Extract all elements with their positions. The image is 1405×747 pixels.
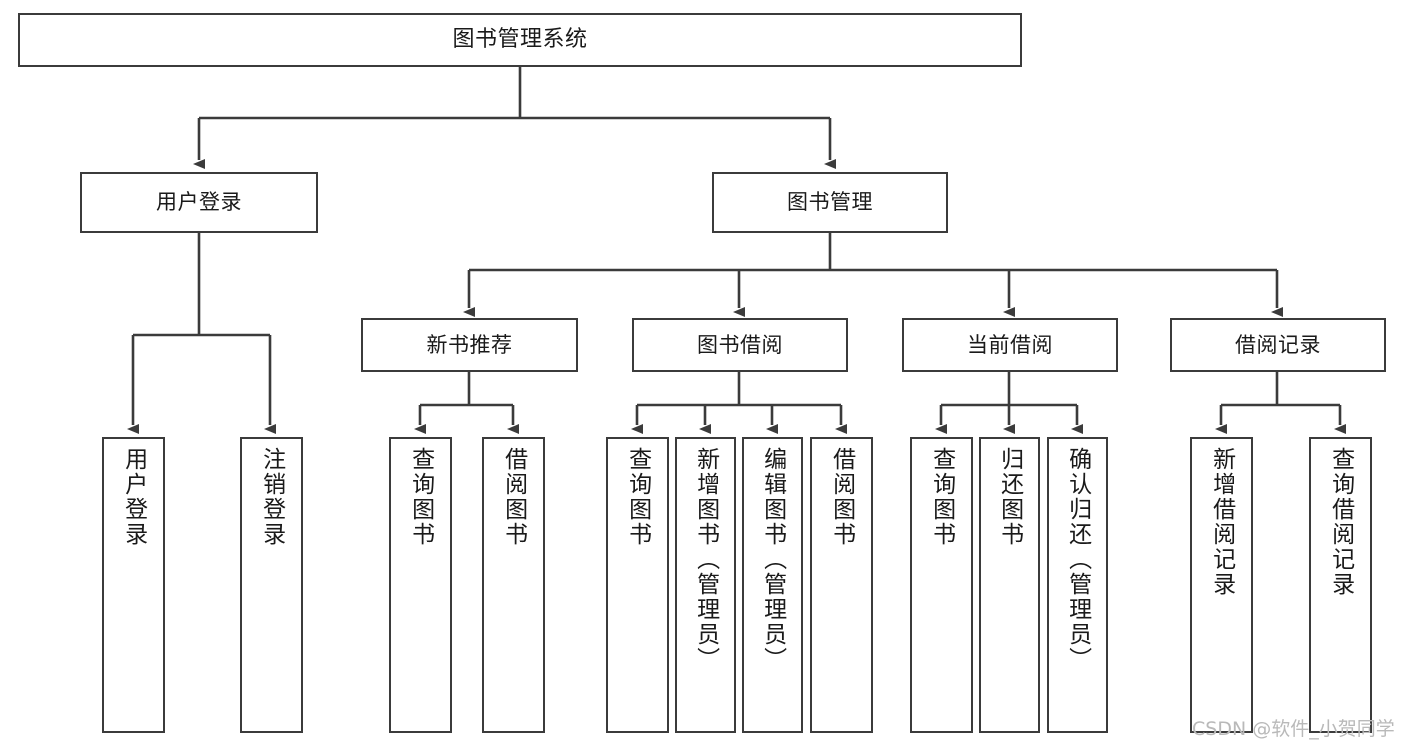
node-label: 归还图书: [996, 447, 1023, 547]
node-label: 图书管理: [787, 190, 873, 215]
node-book-management[interactable]: 图书管理: [712, 172, 948, 233]
node-label: 注销登录: [258, 447, 285, 547]
node-label: 确认归还（管理员）: [1064, 447, 1091, 672]
node-leaf-return-book[interactable]: 归还图书: [979, 437, 1040, 733]
node-label: 查询图书: [624, 447, 651, 547]
node-label: 新增借阅记录: [1208, 447, 1235, 597]
node-label: 查询图书: [928, 447, 955, 547]
node-label: 当前借阅: [967, 332, 1053, 357]
node-label: 借阅记录: [1235, 332, 1321, 357]
node-label: 用户登录: [120, 447, 147, 547]
node-label: 用户登录: [156, 190, 242, 215]
node-leaf-borrow-book-recommend[interactable]: 借阅图书: [482, 437, 545, 733]
node-label: 借阅图书: [828, 447, 855, 547]
node-leaf-logout[interactable]: 注销登录: [240, 437, 303, 733]
node-leaf-query-book-recommend[interactable]: 查询图书: [389, 437, 452, 733]
node-label: 图书管理系统: [452, 27, 588, 53]
node-label: 图书借阅: [697, 332, 783, 357]
node-leaf-borrow-book[interactable]: 借阅图书: [810, 437, 873, 733]
node-leaf-query-book-borrow[interactable]: 查询图书: [606, 437, 669, 733]
node-label: 查询借阅记录: [1327, 447, 1354, 597]
node-leaf-edit-book-admin[interactable]: 编辑图书（管理员）: [742, 437, 803, 733]
csdn-watermark: CSDN @软件_小贺同学: [1192, 718, 1395, 740]
node-book-borrow[interactable]: 图书借阅: [632, 318, 848, 372]
node-borrow-record[interactable]: 借阅记录: [1170, 318, 1386, 372]
node-label: 编辑图书（管理员）: [759, 447, 786, 672]
node-root-book-management-system[interactable]: 图书管理系统: [18, 13, 1022, 67]
node-leaf-query-borrow-record[interactable]: 查询借阅记录: [1309, 437, 1372, 733]
node-label: 新书推荐: [426, 332, 513, 357]
node-leaf-user-login[interactable]: 用户登录: [102, 437, 165, 733]
node-label: 查询图书: [407, 447, 434, 547]
node-new-book-recommend[interactable]: 新书推荐: [361, 318, 578, 372]
node-leaf-query-book-current[interactable]: 查询图书: [910, 437, 973, 733]
node-leaf-add-book-admin[interactable]: 新增图书（管理员）: [675, 437, 736, 733]
node-leaf-add-borrow-record[interactable]: 新增借阅记录: [1190, 437, 1253, 733]
node-user-login[interactable]: 用户登录: [80, 172, 318, 233]
node-label: 新增图书（管理员）: [692, 447, 719, 672]
node-current-borrow[interactable]: 当前借阅: [902, 318, 1118, 372]
node-label: 借阅图书: [500, 447, 527, 547]
node-leaf-confirm-return-admin[interactable]: 确认归还（管理员）: [1047, 437, 1108, 733]
